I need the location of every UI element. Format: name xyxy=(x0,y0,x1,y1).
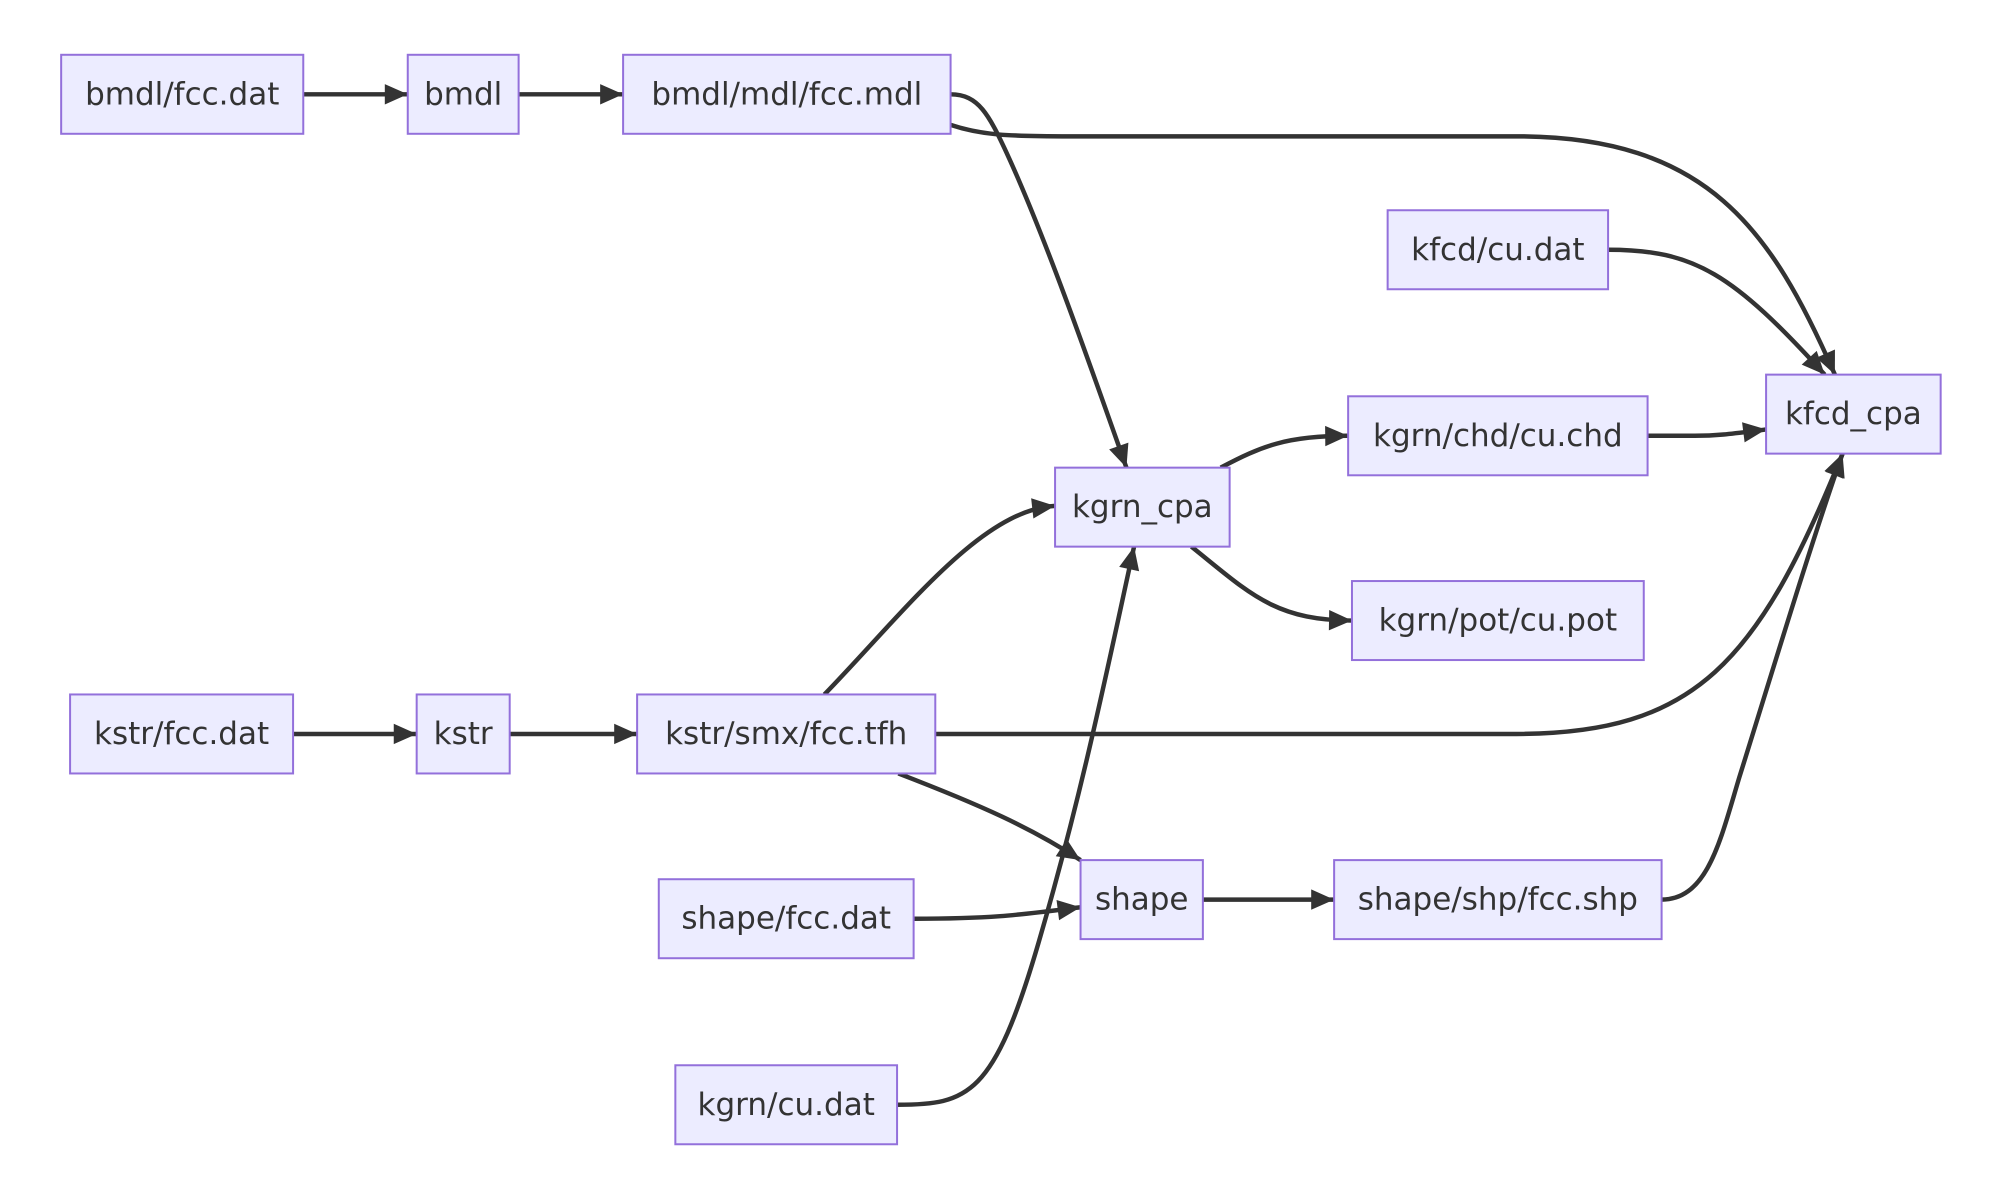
edge-line xyxy=(822,503,1056,697)
node-box xyxy=(636,693,937,775)
edge-line xyxy=(897,546,1137,1107)
node-label: shape/shp/fcc.shp xyxy=(1358,882,1638,918)
arrowhead-icon xyxy=(1328,609,1352,631)
node-box xyxy=(415,693,511,775)
node-box xyxy=(657,878,915,960)
edge-line xyxy=(949,122,1837,376)
edge-line xyxy=(935,452,1845,737)
edges-layer xyxy=(293,84,1845,1107)
edge-bmdl-fcc-dat-to-bmdl xyxy=(303,84,408,105)
edge-shape-to-shape-shp-fcc-shp xyxy=(1202,889,1335,910)
node-box xyxy=(1333,859,1663,941)
node-label: kgrn_cpa xyxy=(1072,489,1213,525)
edge-kgrn-cpa-to-kgrn-pot-cu-pot xyxy=(1190,544,1352,631)
node-label: bmdl/fcc.dat xyxy=(85,76,279,112)
node-bmdl: bmdl xyxy=(406,53,520,135)
node-label: kgrn/cu.dat xyxy=(698,1087,875,1123)
node-bmdl-fcc-dat: bmdl/fcc.dat xyxy=(60,53,305,135)
node-box xyxy=(1350,580,1645,662)
node-kstr: kstr xyxy=(415,693,511,775)
node-kgrn-cpa: kgrn_cpa xyxy=(1054,466,1231,548)
edge-kgrn-chd-cu-chd-to-kfcd-cpa xyxy=(1647,422,1767,443)
arrowhead-icon xyxy=(1825,453,1845,479)
node-bmdl-mdl-fcc-mdl: bmdl/mdl/fcc.mdl xyxy=(622,53,952,135)
arrowhead-icon xyxy=(614,723,638,745)
node-box xyxy=(69,693,295,775)
edge-line xyxy=(897,771,1082,862)
edge-kstr-smx-fcc-tfh-to-kgrn-cpa xyxy=(822,498,1056,697)
node-box xyxy=(1386,209,1610,291)
node-box xyxy=(1347,395,1649,477)
node-label: kstr/fcc.dat xyxy=(94,716,269,752)
node-shape: shape xyxy=(1079,859,1204,941)
edge-kgrn-cpa-to-kgrn-chd-cu-chd xyxy=(1219,425,1349,470)
edge-kgrn-cu-dat-to-kgrn-cpa xyxy=(897,546,1140,1107)
edge-kstr-to-kstr-smx-fcc-tfh xyxy=(509,723,638,745)
edge-shape-shp-fcc-shp-to-kfcd-cpa xyxy=(1661,452,1845,902)
node-box xyxy=(622,53,952,135)
node-box xyxy=(406,53,520,135)
node-kgrn-pot-cu-pot: kgrn/pot/cu.pot xyxy=(1350,580,1645,662)
node-label: bmdl/mdl/fcc.mdl xyxy=(651,76,922,112)
arrowhead-icon xyxy=(1119,546,1140,572)
node-box xyxy=(1765,373,1942,455)
node-shape-fcc-dat: shape/fcc.dat xyxy=(657,878,915,960)
edge-line xyxy=(1190,544,1352,623)
node-box xyxy=(674,1064,899,1146)
arrowhead-icon xyxy=(1056,899,1081,921)
node-label: kstr xyxy=(434,716,493,752)
arrowhead-icon xyxy=(1801,350,1825,375)
node-label: kfcd/cu.dat xyxy=(1411,232,1584,268)
arrowhead-icon xyxy=(1816,349,1835,375)
nodes-layer: bmdl/fcc.dat bmdl bmdl/mdl/fcc.mdl kfcd/cu.… xyxy=(60,53,1942,1146)
edge-kstr-smx-fcc-tfh-to-shape xyxy=(897,771,1082,862)
node-box xyxy=(60,53,305,135)
edge-bmdl-mdl-fcc-mdl-to-kfcd-cpa xyxy=(949,122,1837,376)
arrowhead-icon xyxy=(1325,425,1349,447)
edge-shape-fcc-dat-to-shape xyxy=(913,899,1081,921)
edge-line xyxy=(913,905,1081,921)
node-label: shape/fcc.dat xyxy=(681,901,891,937)
arrowhead-icon xyxy=(600,84,624,105)
node-label: kstr/smx/fcc.tfh xyxy=(665,716,907,752)
node-kgrn-chd-cu-chd: kgrn/chd/cu.chd xyxy=(1347,395,1649,477)
node-kgrn-cu-dat: kgrn/cu.dat xyxy=(674,1064,899,1146)
node-box xyxy=(1079,859,1204,941)
node-box xyxy=(1054,466,1231,548)
node-label: kgrn/pot/cu.pot xyxy=(1379,603,1618,639)
node-label: kfcd_cpa xyxy=(1785,396,1922,432)
edge-line xyxy=(1661,452,1845,902)
edge-bmdl-mdl-fcc-mdl-to-kgrn-cpa xyxy=(950,92,1129,469)
arrowhead-icon xyxy=(1742,422,1767,443)
arrowhead-icon xyxy=(393,723,417,745)
edge-kfcd-cu-dat-to-kfcd-cpa xyxy=(1608,247,1827,377)
node-kfcd-cpa: kfcd_cpa xyxy=(1765,373,1942,455)
edge-line xyxy=(950,92,1129,469)
arrowhead-icon xyxy=(384,84,408,105)
node-kstr-fcc-dat: kstr/fcc.dat xyxy=(69,693,295,775)
node-label: kgrn/chd/cu.chd xyxy=(1373,418,1623,454)
edge-bmdl-to-bmdl-mdl-fcc-mdl xyxy=(518,84,624,105)
edge-kstr-fcc-dat-to-kstr xyxy=(293,723,417,745)
node-kstr-smx-fcc-tfh: kstr/smx/fcc.tfh xyxy=(636,693,937,775)
edge-line xyxy=(1608,247,1827,377)
arrowhead-icon xyxy=(1311,889,1335,910)
arrowhead-icon xyxy=(1031,498,1056,519)
node-label: bmdl xyxy=(424,76,502,112)
node-shape-shp-fcc-shp: shape/shp/fcc.shp xyxy=(1333,859,1663,941)
node-label: shape xyxy=(1095,882,1189,918)
arrowhead-icon xyxy=(1109,442,1129,468)
node-kfcd-cu-dat: kfcd/cu.dat xyxy=(1386,209,1610,291)
